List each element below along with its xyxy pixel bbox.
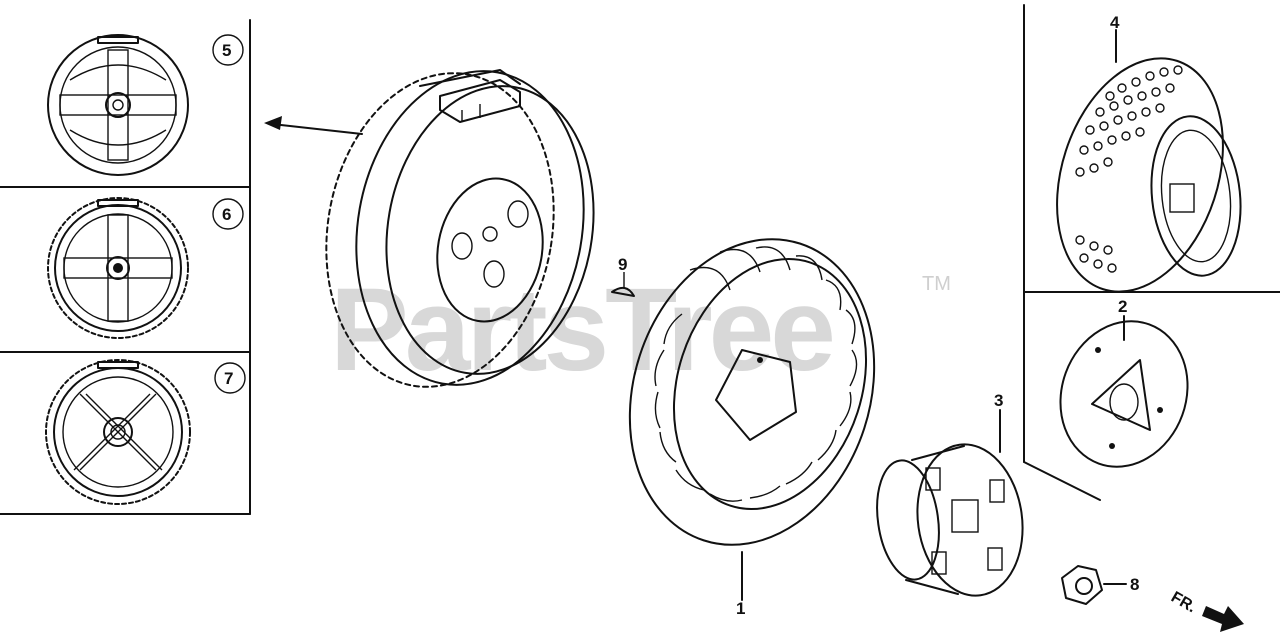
flange-nut (1061, 565, 1103, 605)
callout-2: 2 (1118, 297, 1127, 316)
callout-4: 4 (1110, 13, 1120, 32)
right-panel (1023, 4, 1280, 501)
front-direction-indicator: FR. (1168, 589, 1244, 632)
starter-plate (1059, 320, 1189, 468)
starter-cup (876, 443, 1024, 597)
woodruff-key (611, 272, 635, 297)
reference-arrow (264, 116, 363, 135)
callout-3: 3 (994, 391, 1003, 410)
cooling-fan (628, 238, 876, 546)
callout-9: 9 (618, 255, 627, 274)
callout-5: 5 (222, 41, 231, 60)
flywheel-variant-5: 5 (47, 34, 244, 176)
screen-grid-with-cup (1056, 57, 1242, 293)
direction-label: FR. (1168, 589, 1199, 617)
callout-7: 7 (224, 369, 233, 388)
callout-6: 6 (222, 205, 231, 224)
callout-8: 8 (1130, 575, 1139, 594)
flywheel-variant-6: 6 (47, 197, 244, 339)
variant-panel (0, 19, 251, 515)
flywheel-variant-7: 7 (45, 359, 246, 505)
callout-1: 1 (736, 599, 745, 618)
trademark-mark: TM (922, 273, 951, 295)
flywheel (325, 69, 595, 388)
